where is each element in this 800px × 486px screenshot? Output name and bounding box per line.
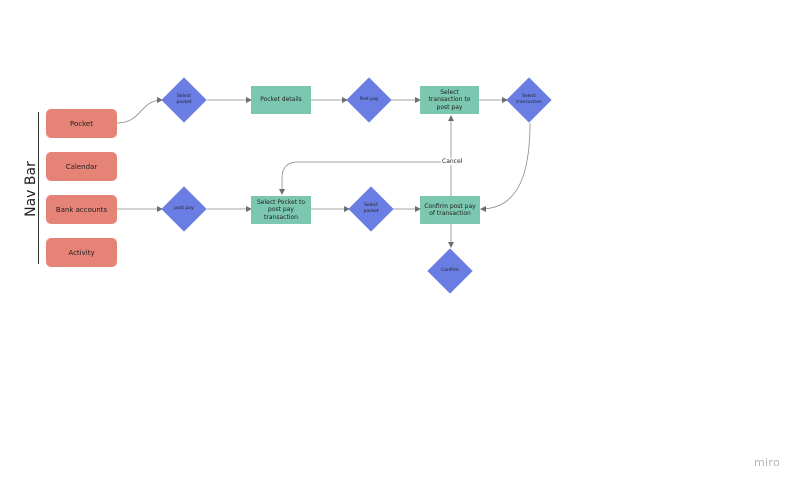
edge-select-transaction-to-confirm-post-pay xyxy=(480,122,531,212)
decision-select-pocket-top: Select pocket xyxy=(161,77,207,123)
decision-label: Select pocket xyxy=(363,203,379,214)
decision-label: Select pocket xyxy=(176,94,192,105)
process-select-transaction-to-post-pay: Select transaction to post pay xyxy=(420,86,479,114)
miro-watermark: miro xyxy=(754,456,780,469)
edge-pocket-to-select-pocket xyxy=(116,97,163,124)
process-pocket-details: Pocket details xyxy=(251,86,311,114)
nav-item-calendar[interactable]: Calendar xyxy=(46,152,117,181)
process-confirm-post-pay-of-transaction: Confirm post pay of transaction xyxy=(420,196,480,224)
decision-label: Select transaction xyxy=(516,94,542,105)
nav-item-bank-accounts[interactable]: Bank accounts xyxy=(46,195,117,224)
decision-post-pay-top: Post pay xyxy=(346,77,392,123)
decision-select-transaction: Select transaction xyxy=(506,77,552,123)
decision-confirm: Confirm xyxy=(427,248,473,294)
decision-label: Post pay xyxy=(359,97,379,103)
nav-bar-title: Nav Bar xyxy=(14,161,48,217)
decision-label: post pay xyxy=(174,206,194,212)
decision-post-pay-bottom: post pay xyxy=(161,186,207,232)
edge-label-cancel: Cancel xyxy=(441,158,464,165)
nav-item-activity[interactable]: Activity xyxy=(46,238,117,267)
nav-bar-title-text: Nav Bar xyxy=(23,161,40,217)
decision-select-pocket-bottom: Select pocket xyxy=(348,186,394,232)
decision-label: Confirm xyxy=(441,268,459,274)
nav-bar-divider xyxy=(38,112,39,264)
nav-item-pocket[interactable]: Pocket xyxy=(46,109,117,138)
process-select-pocket-to-post-pay-transaction: Select Pocket to post pay transaction xyxy=(251,196,311,224)
edge-cancel-to-select-pocket-to-post-pay xyxy=(279,161,451,195)
